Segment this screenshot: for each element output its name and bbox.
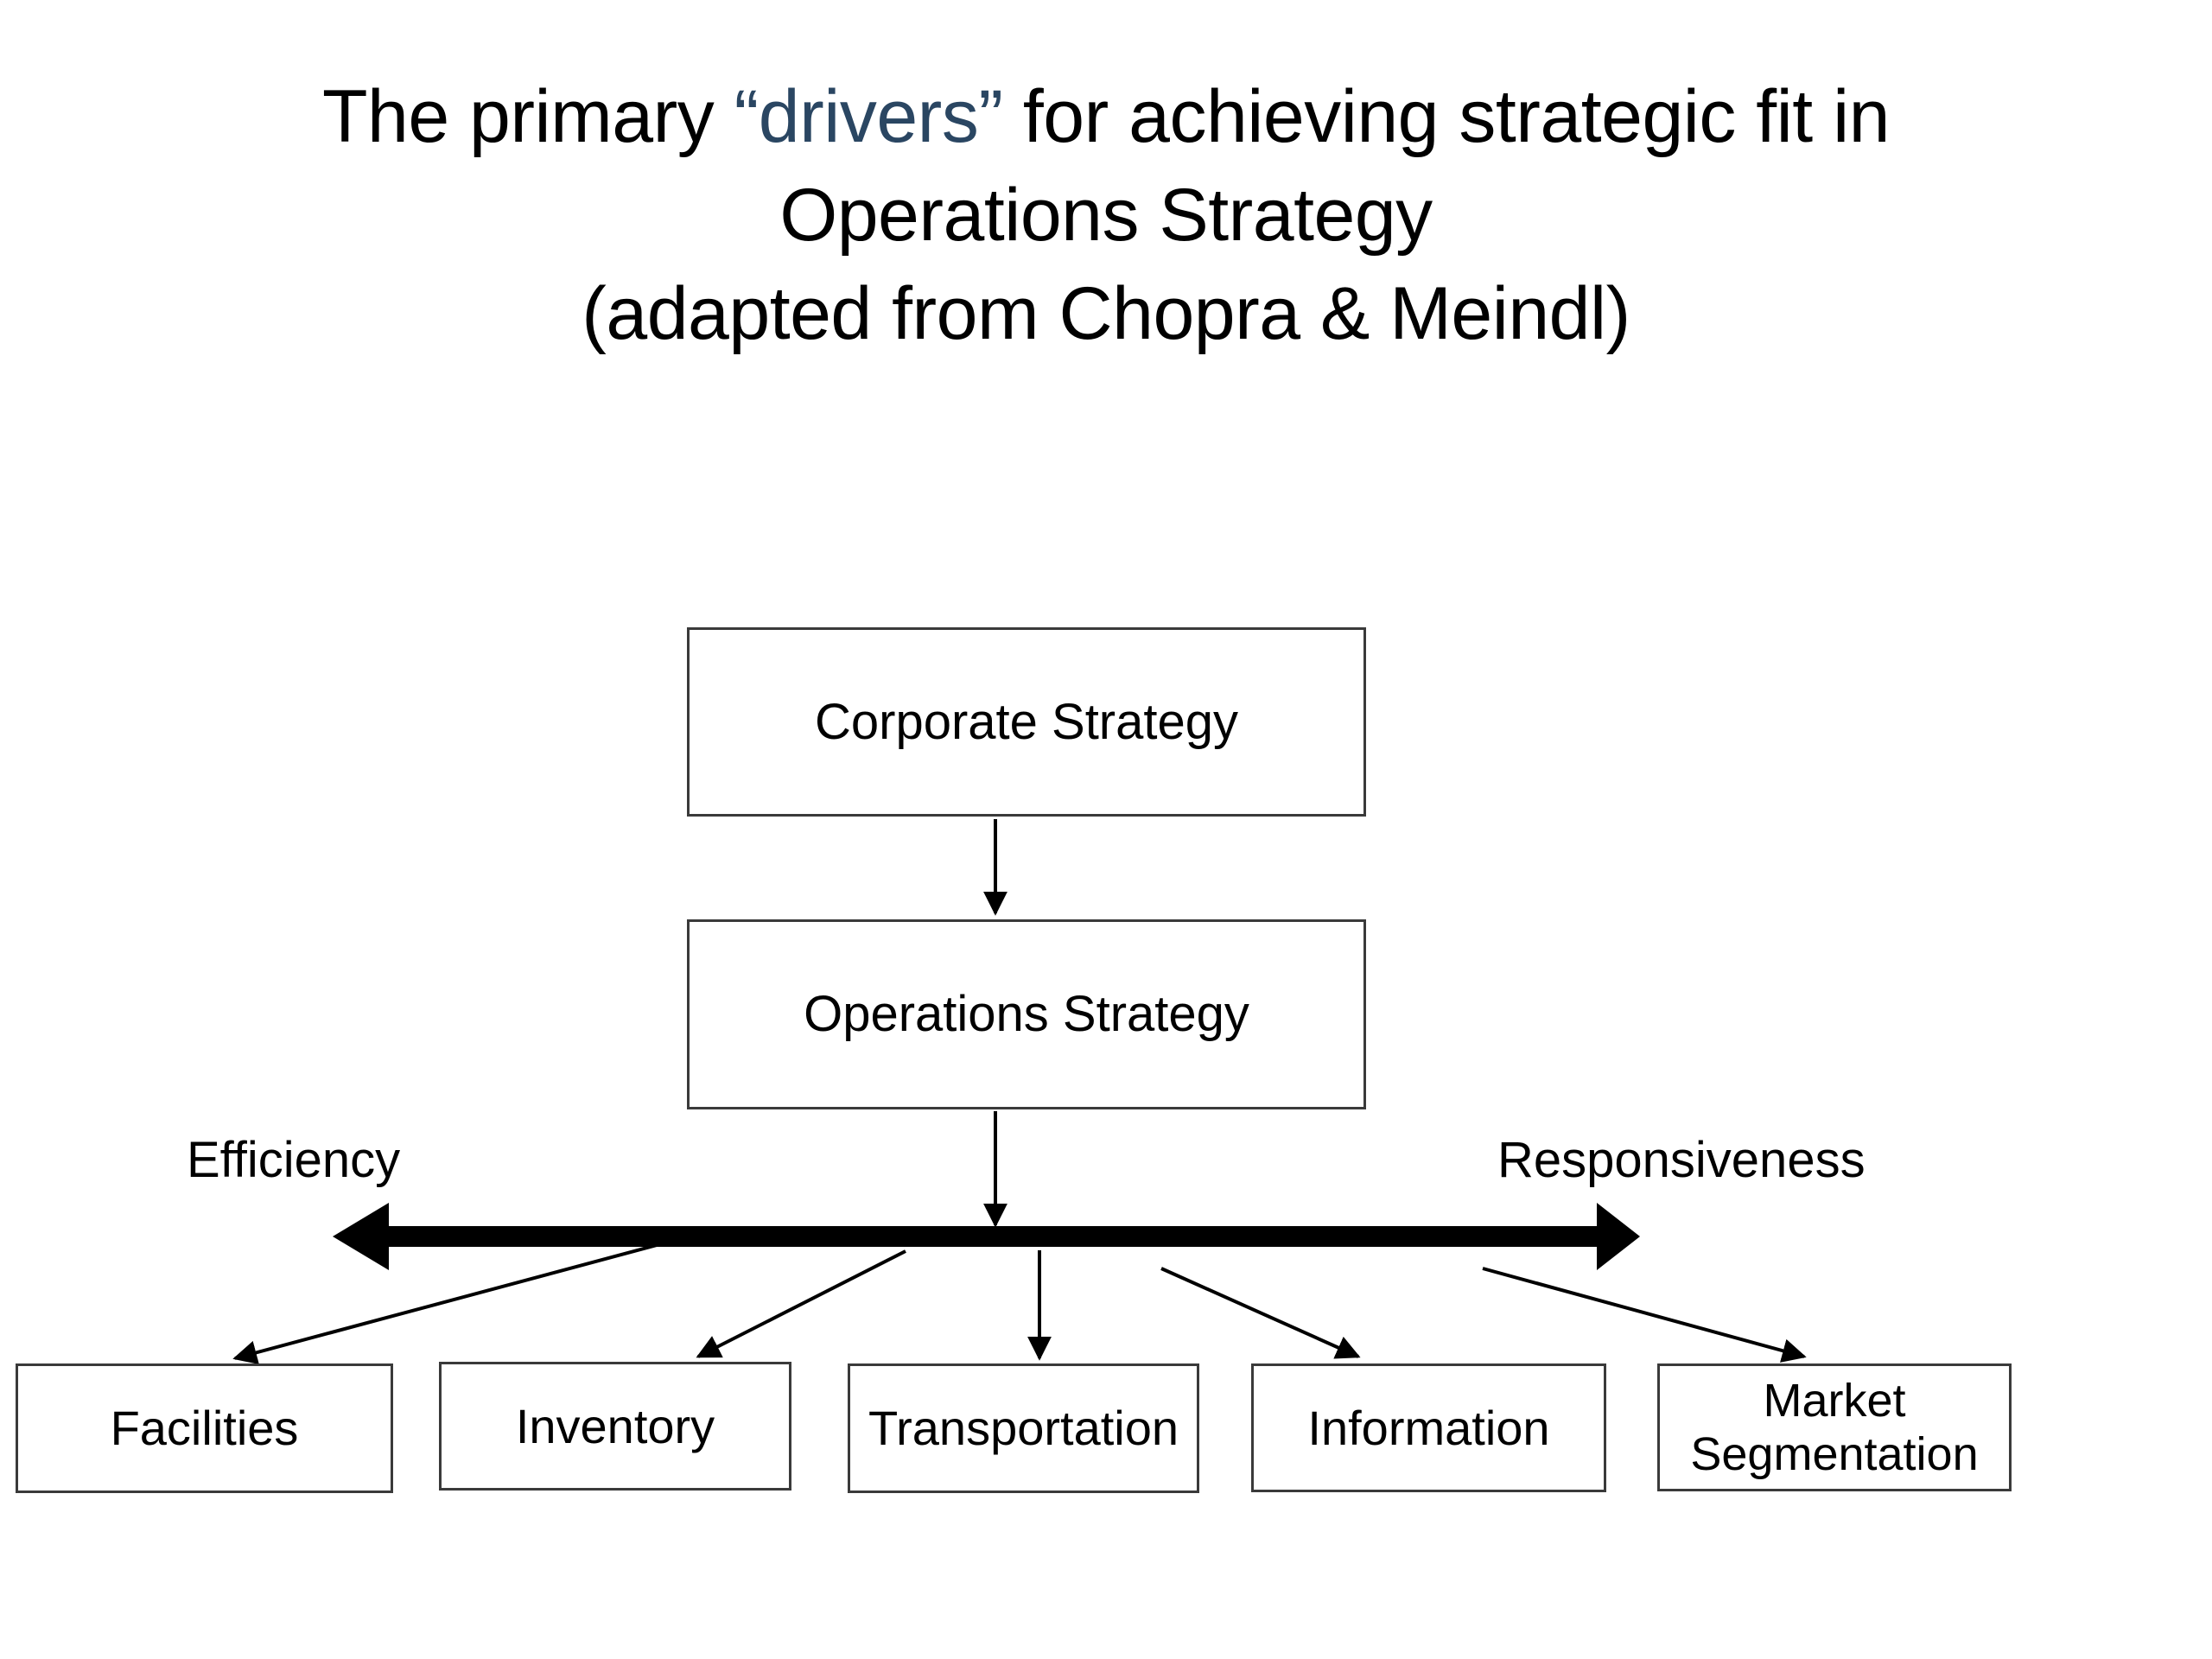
node-market-segmentation-label-line2: Segmentation (1690, 1428, 1979, 1480)
node-transportation-label: Transportation (868, 1401, 1179, 1455)
spectrum-label-responsiveness: Responsiveness (1497, 1132, 1866, 1188)
node-information[interactable]: Information (1251, 1363, 1606, 1492)
node-transportation[interactable]: Transportation (848, 1363, 1199, 1493)
efficiency-responsiveness-arrow (333, 1203, 1640, 1270)
node-facilities-label: Facilities (110, 1401, 299, 1455)
title-line-3: (adapted from Chopra & Meindl) (582, 272, 1630, 355)
page-title: The primary “drivers” for achieving stra… (0, 67, 2212, 363)
connector-spectrum-to-inventory (696, 1249, 906, 1358)
node-market-segmentation-label-line1: Market (1763, 1375, 1906, 1427)
node-operations-strategy[interactable]: Operations Strategy (687, 919, 1366, 1109)
title-text-post: for achieving strategic fit in (1002, 75, 1891, 158)
title-accent-drivers: “drivers” (734, 75, 1003, 158)
connector-spectrum-to-market-segmentation (1482, 1267, 1807, 1363)
node-information-label: Information (1307, 1400, 1550, 1455)
node-market-segmentation-label: Market Segmentation (1690, 1374, 1978, 1481)
node-operations-strategy-label: Operations Strategy (804, 986, 1249, 1042)
node-inventory[interactable]: Inventory (439, 1362, 791, 1491)
title-text-pre: The primary (321, 75, 734, 158)
connector-spectrum-to-facilities (232, 1240, 671, 1364)
title-line-2: Operations Strategy (779, 174, 1433, 257)
node-market-segmentation[interactable]: Market Segmentation (1657, 1363, 2012, 1491)
connector-spectrum-to-information (1160, 1267, 1361, 1359)
spectrum-label-efficiency: Efficiency (187, 1132, 401, 1188)
node-facilities[interactable]: Facilities (16, 1363, 393, 1493)
node-corporate-strategy-label: Corporate Strategy (814, 693, 1239, 750)
node-corporate-strategy[interactable]: Corporate Strategy (687, 627, 1366, 817)
node-inventory-label: Inventory (515, 1398, 715, 1453)
title-line-1: The primary “drivers” for achieving stra… (0, 67, 2212, 166)
